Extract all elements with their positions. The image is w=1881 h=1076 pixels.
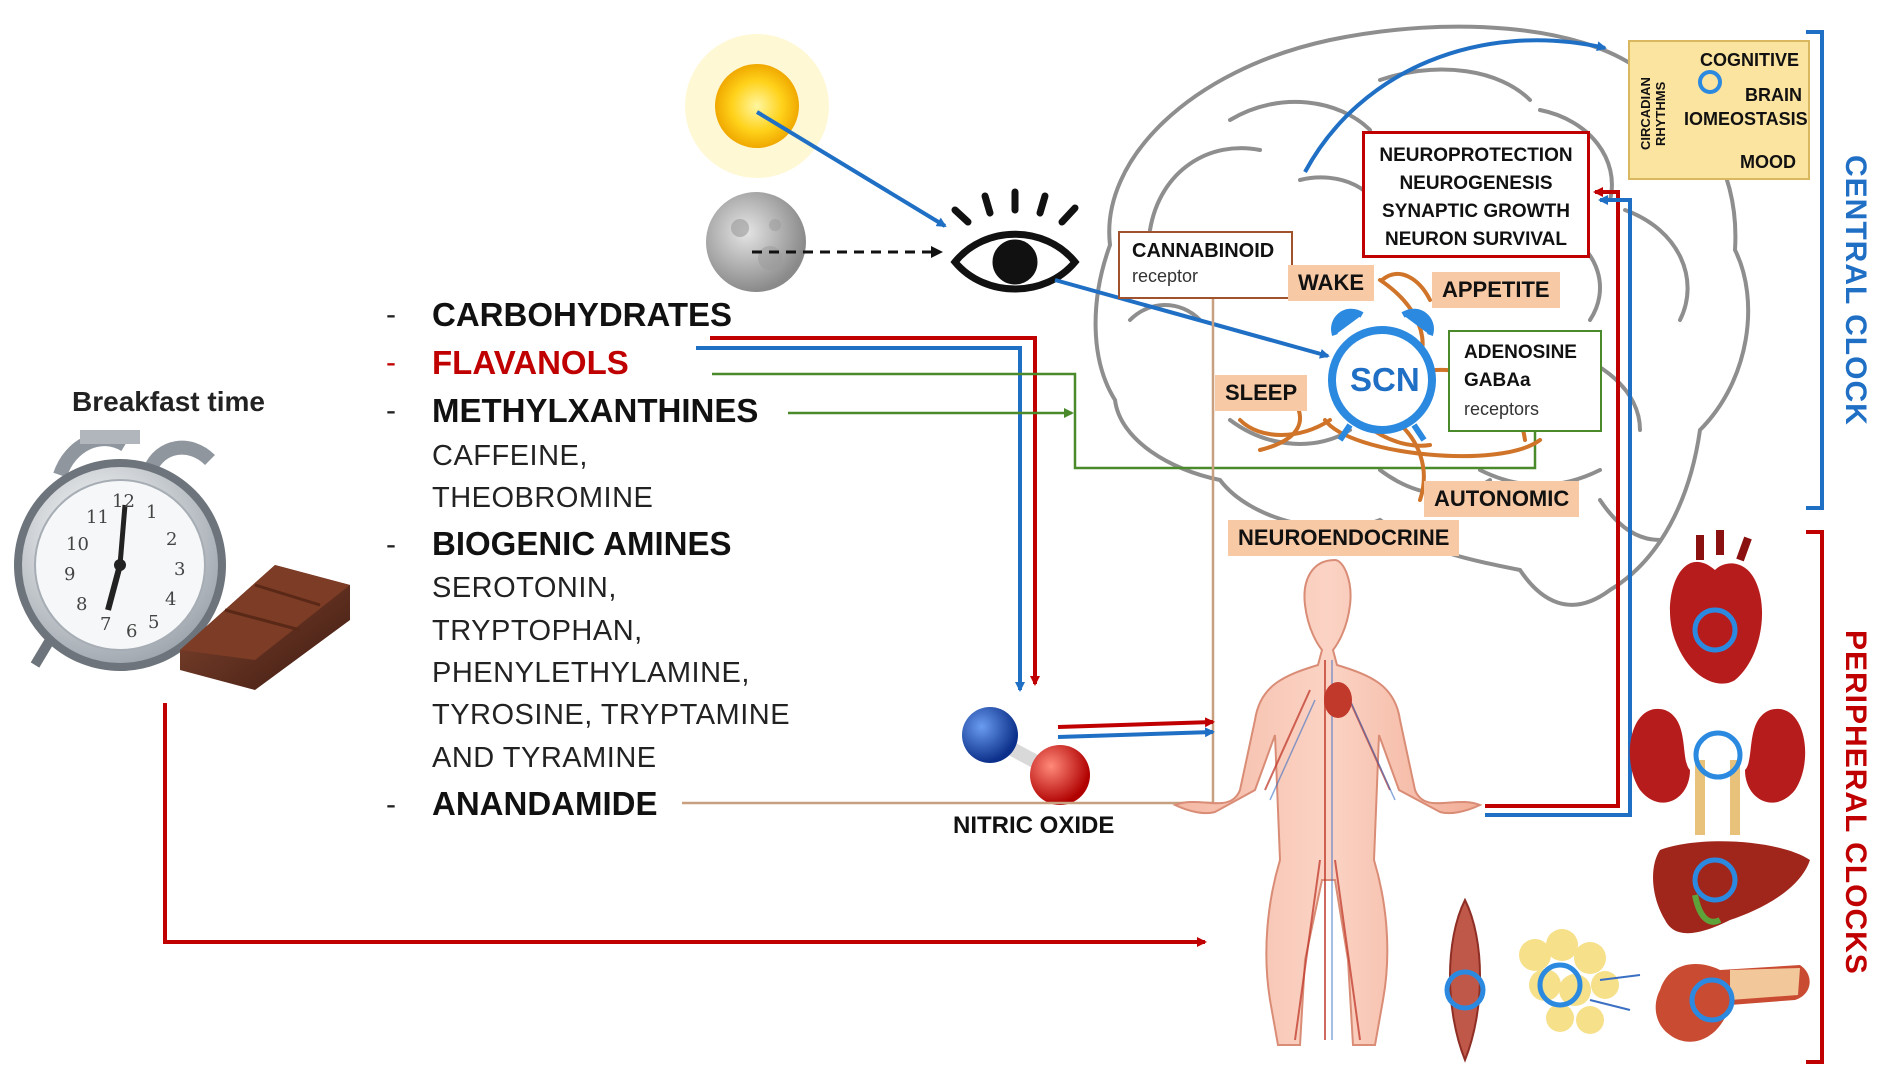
adenosine-label: ADENOSINE bbox=[1464, 342, 1577, 363]
brain-label: BRAIN bbox=[1745, 85, 1802, 105]
clock-number-5: 5 bbox=[148, 612, 159, 633]
central-clock-bracket bbox=[1806, 30, 1824, 510]
moon-icon bbox=[706, 192, 806, 292]
list-dash: - bbox=[386, 346, 396, 379]
nitric-oxide-label: NITRIC OXIDE bbox=[953, 812, 1115, 839]
muscle-organ-icon bbox=[1444, 897, 1486, 1063]
circadian-rhythms-label: CIRCADIAN RHYTHMS bbox=[1638, 77, 1668, 150]
list-dash: - bbox=[386, 394, 396, 427]
neuroprotection-box: NEUROPROTECTION NEUROGENESIS SYNAPTIC GR… bbox=[1362, 131, 1590, 258]
human-body-illustration bbox=[1172, 558, 1483, 1046]
neuro-item: NEURON SURVIVAL bbox=[1385, 229, 1567, 250]
nutrient-anandamide: ANANDAMIDE bbox=[432, 785, 658, 822]
clock-number-7: 7 bbox=[100, 614, 111, 635]
central-clock-label: CENTRAL CLOCK bbox=[1839, 155, 1872, 426]
cognitive-clock-icon bbox=[1698, 70, 1722, 94]
biogenic-amines-detail: SEROTONIN, bbox=[432, 572, 617, 604]
wake-box: WAKE bbox=[1288, 265, 1374, 301]
autonomic-box: AUTONOMIC bbox=[1424, 481, 1580, 517]
neuroendocrine-box: NEUROENDOCRINE bbox=[1228, 520, 1460, 556]
biogenic-amines-detail: PHENYLETHYLAMINE, bbox=[432, 657, 750, 689]
appetite-box: APPETITE bbox=[1432, 272, 1560, 308]
clock-number-4: 4 bbox=[165, 589, 176, 610]
eye-icon bbox=[950, 188, 1080, 293]
neuro-item: NEUROPROTECTION bbox=[1379, 145, 1573, 166]
scn-label: SCN bbox=[1350, 361, 1420, 398]
nutrient-flavanols: FLAVANOLS bbox=[432, 344, 629, 381]
clock-number-9: 9 bbox=[64, 564, 75, 585]
biogenic-amines-detail: AND TYRAMINE bbox=[432, 742, 657, 774]
peripheral-clocks-bracket bbox=[1806, 530, 1824, 1064]
body-to-neuro-blue-line bbox=[1485, 195, 1632, 817]
cognitive-box: CIRCADIAN RHYTHMS COGNITIVE BRAIN IOMEOS… bbox=[1628, 40, 1810, 180]
breakfast-time-label: Breakfast time bbox=[72, 386, 265, 417]
methylxanthines-detail: THEOBROMINE bbox=[432, 482, 654, 514]
clock-number-11: 11 bbox=[86, 507, 109, 528]
clock-number-8: 8 bbox=[76, 594, 87, 615]
list-dash: - bbox=[386, 788, 396, 821]
homeostasis-label: IOMEOSTASIS bbox=[1684, 109, 1808, 129]
nutrient-carbohydrates: CARBOHYDRATES bbox=[432, 296, 733, 333]
chocolate-image bbox=[180, 565, 350, 690]
clock-number-12: 12 bbox=[112, 491, 135, 512]
list-dash: - bbox=[386, 528, 396, 561]
cognitive-label: COGNITIVE bbox=[1700, 50, 1800, 70]
sleep-box: SLEEP bbox=[1215, 375, 1308, 411]
clock-number-1: 1 bbox=[146, 502, 157, 523]
adipose-tissue-icon bbox=[1519, 929, 1641, 1034]
breakfast-red-arrow bbox=[163, 703, 1207, 947]
kidney-organ-icon bbox=[1629, 708, 1806, 835]
clock-number-10: 10 bbox=[66, 534, 89, 555]
clock-number-6: 6 bbox=[126, 621, 137, 642]
nutrient-biogenic-amines: BIOGENIC AMINES bbox=[432, 525, 732, 562]
neuro-item: NEUROGENESIS bbox=[1399, 173, 1553, 194]
liver-organ-icon bbox=[1653, 841, 1810, 934]
mood-label: MOOD bbox=[1740, 152, 1796, 172]
cannabinoid-title: CANNABINOID bbox=[1132, 240, 1275, 262]
no-to-body-blue-arrow bbox=[1057, 727, 1215, 739]
methylxanthines-detail: CAFFEINE, bbox=[432, 440, 588, 472]
cannabinoid-receptor-box: CANNABINOID receptor bbox=[1118, 231, 1293, 299]
nutrient-methylxanthines: METHYLXANTHINES bbox=[432, 392, 759, 429]
receptors-label: receptors bbox=[1464, 399, 1540, 419]
nitric-oxide-molecule bbox=[962, 707, 1090, 805]
scn-clock-icon bbox=[1328, 308, 1436, 442]
sun-to-eye-arrow bbox=[755, 110, 947, 228]
brain-to-cognitive-arrow bbox=[1303, 38, 1607, 173]
heart-organ-icon bbox=[1669, 530, 1763, 684]
cannabinoid-sub: receptor bbox=[1132, 266, 1199, 286]
adenosine-gabaa-box: ADENOSINE GABAa receptors bbox=[1448, 330, 1602, 432]
flavanols-blue-line bbox=[696, 346, 1025, 692]
biogenic-amines-detail: TRYPTOPHAN, bbox=[432, 615, 643, 647]
biogenic-amines-detail: TYROSINE, TRYPTAMINE bbox=[432, 699, 791, 731]
peripheral-clocks-label: PERIPHERAL CLOCKS bbox=[1839, 630, 1872, 975]
clock-number-3: 3 bbox=[174, 559, 185, 580]
sun-icon bbox=[685, 34, 829, 178]
pancreas-organ-icon bbox=[1655, 964, 1810, 1042]
body-to-neuro-red-line bbox=[1485, 187, 1620, 808]
clock-number-2: 2 bbox=[166, 529, 177, 550]
list-dash: - bbox=[386, 298, 396, 331]
neuro-item: SYNAPTIC GROWTH bbox=[1382, 201, 1570, 222]
no-to-body-red-arrow bbox=[1057, 717, 1215, 729]
gabaa-label: GABAa bbox=[1464, 370, 1531, 391]
flavanols-green-line bbox=[712, 372, 1537, 470]
carbohydrates-red-line bbox=[710, 336, 1040, 686]
eye-to-scn-arrow bbox=[1054, 278, 1330, 359]
alarm-clock-image bbox=[14, 430, 226, 671]
clock-face-numbers: 12 1 2 3 4 5 6 7 8 9 10 11 bbox=[64, 491, 185, 642]
